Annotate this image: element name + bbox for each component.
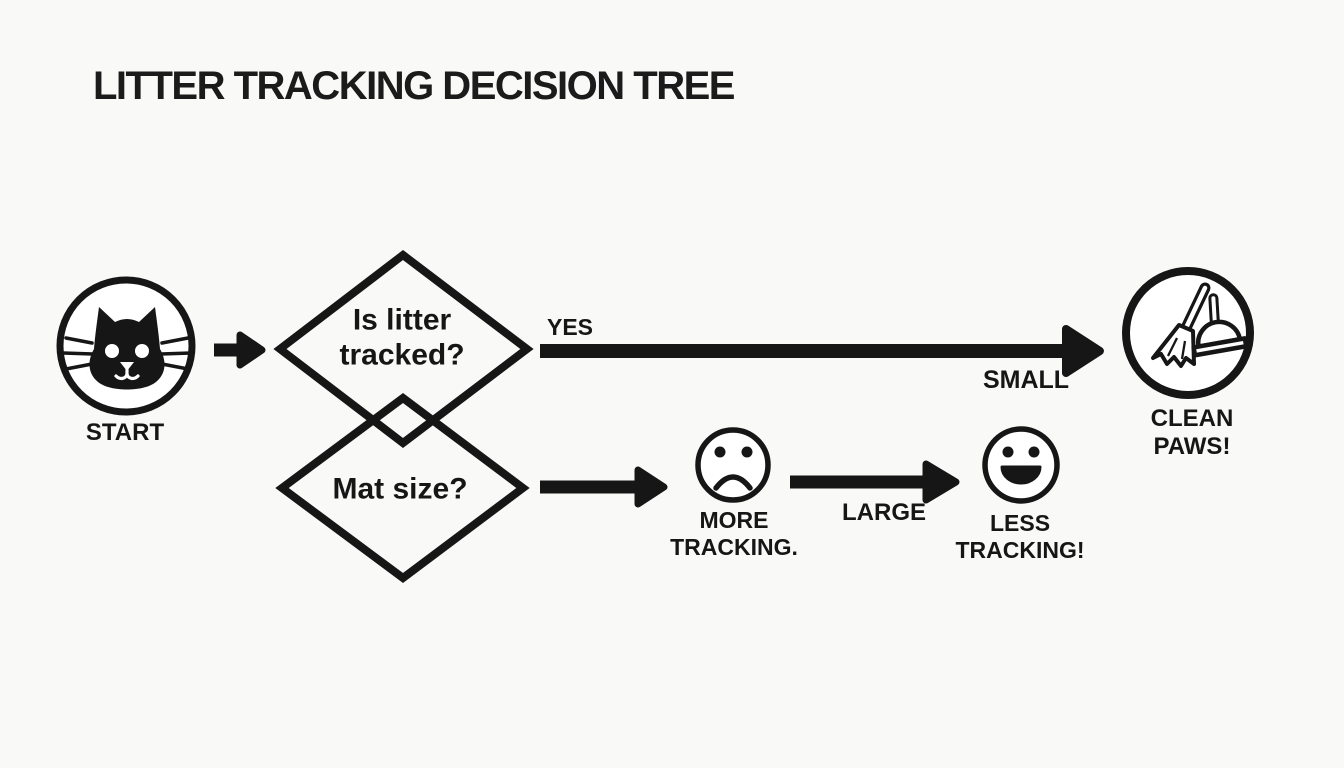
decision1-label: Is litter tracked?	[339, 303, 465, 372]
edge-small-label: SMALL	[982, 366, 1070, 394]
decision1-diamond	[273, 249, 534, 449]
cat-face-icon	[56, 276, 196, 416]
page-title: LITTER TRACKING DECISION TREE	[93, 64, 735, 108]
start-node-label: START	[85, 419, 165, 446]
decision2-label: Mat size?	[332, 472, 468, 506]
clean-paws-label: CLEAN PAWS!	[1150, 405, 1234, 460]
arrow-start-to-decision1	[214, 331, 266, 369]
decision2-diamond	[275, 393, 530, 583]
arrow-yes-to-clean-paws	[540, 325, 1104, 377]
broom-dustpan-icon	[1122, 267, 1254, 399]
arrow-decision2-to-more-tracking	[540, 466, 668, 508]
happy-face-icon	[982, 426, 1060, 504]
sad-face-icon	[695, 427, 771, 503]
edge-large-label: LARGE	[842, 499, 926, 526]
less-tracking-label: LESS TRACKING!	[955, 510, 1085, 563]
arrow-large-to-less-tracking	[790, 460, 960, 504]
edge-yes-label: YES	[547, 314, 594, 340]
more-tracking-label: MORE TRACKING.	[670, 507, 798, 560]
